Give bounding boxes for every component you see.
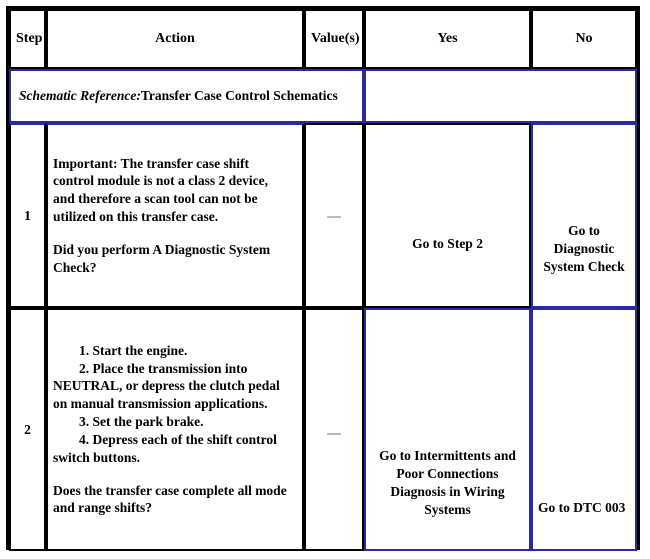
step-no-1-line-2[interactable]: Diagnostic (553, 241, 615, 257)
action-2-line-6: 4. Depress each of the shift control (79, 431, 277, 447)
step-no-2: Go to DTC 003 (531, 308, 637, 551)
column-header-action: Action (46, 9, 304, 69)
column-header-yes: Yes (364, 9, 531, 69)
table-row: 1 Important: The transfer case shift con… (9, 123, 637, 308)
step-yes-1: Go to Step 2 (364, 123, 531, 308)
step-value-1: — (304, 123, 364, 308)
action-2-spacer (53, 467, 297, 482)
step-no-2-text[interactable]: Go to DTC 003 (538, 500, 626, 516)
schematic-reference-blank-cell (364, 69, 637, 123)
step-value-2: — (304, 308, 364, 551)
action-2-line-4: on manual transmission applications. (53, 396, 268, 412)
step-yes-2-line-4[interactable]: Systems (424, 501, 471, 517)
table-header-row: Step Action Value(s) Yes No (9, 9, 637, 69)
column-header-no: No (531, 9, 637, 69)
step-yes-2-line-2[interactable]: Poor Connections (396, 466, 499, 482)
schematic-reference-label: Schematic Reference: (19, 88, 141, 104)
step-no-1-line-3[interactable]: System Check (543, 258, 625, 274)
step-yes-2-line-3[interactable]: Diagnosis in Wiring (390, 484, 505, 499)
action-1-line-1: Important: The transfer case shift (53, 155, 249, 171)
step-number-2: 2 (9, 308, 46, 551)
schematic-reference-row: Schematic Reference:Transfer Case Contro… (9, 69, 637, 123)
step-action-2: 1. Start the engine. 2. Place the transm… (46, 308, 304, 551)
action-1-line-2: control module is not a class 2 device, (53, 173, 268, 189)
action-2-line-7: switch buttons. (53, 449, 141, 465)
column-header-values: Value(s) (304, 9, 364, 69)
action-1-line-3: and therefore a scan tool can not be (53, 191, 258, 207)
column-header-step: Step (9, 9, 46, 69)
action-2-question-line-2: and range shifts? (53, 500, 153, 516)
action-2-question-line-1: Does the transfer case complete all mode (53, 482, 287, 498)
step-yes-1-text[interactable]: Go to Step 2 (412, 236, 483, 252)
table-row: 2 1. Start the engine. 2. Place the tran… (9, 308, 637, 551)
action-2-line-3: NEUTRAL, or depress the clutch pedal (53, 378, 280, 394)
action-1-question-line-1: Did you perform A Diagnostic System (53, 241, 271, 257)
step-no-1: Go to Diagnostic System Check (531, 123, 637, 308)
action-2-line-2: 2. Place the transmission into (79, 360, 248, 376)
diagnostic-table: Step Action Value(s) Yes No Schematic Re… (6, 6, 640, 551)
step-no-1-line-1[interactable]: Go to (568, 223, 600, 239)
step-number-1: 1 (9, 123, 46, 308)
step-yes-2-line-1[interactable]: Go to Intermittents and (379, 448, 516, 464)
action-1-question-line-2: Check? (53, 259, 97, 275)
diagnostic-table-grid: Step Action Value(s) Yes No Schematic Re… (9, 9, 637, 551)
schematic-reference-cell: Schematic Reference:Transfer Case Contro… (9, 69, 364, 123)
step-yes-2: Go to Intermittents and Poor Connections… (364, 308, 531, 551)
action-1-line-4: utilized on this transfer case. (53, 209, 219, 224)
action-2-line-1: 1. Start the engine. (79, 342, 188, 358)
schematic-reference-value: Transfer Case Control Schematics (140, 88, 338, 104)
step-action-1: Important: The transfer case shift contr… (46, 123, 304, 308)
action-1-spacer (53, 226, 297, 241)
action-2-line-5: 3. Set the park brake. (79, 414, 204, 430)
